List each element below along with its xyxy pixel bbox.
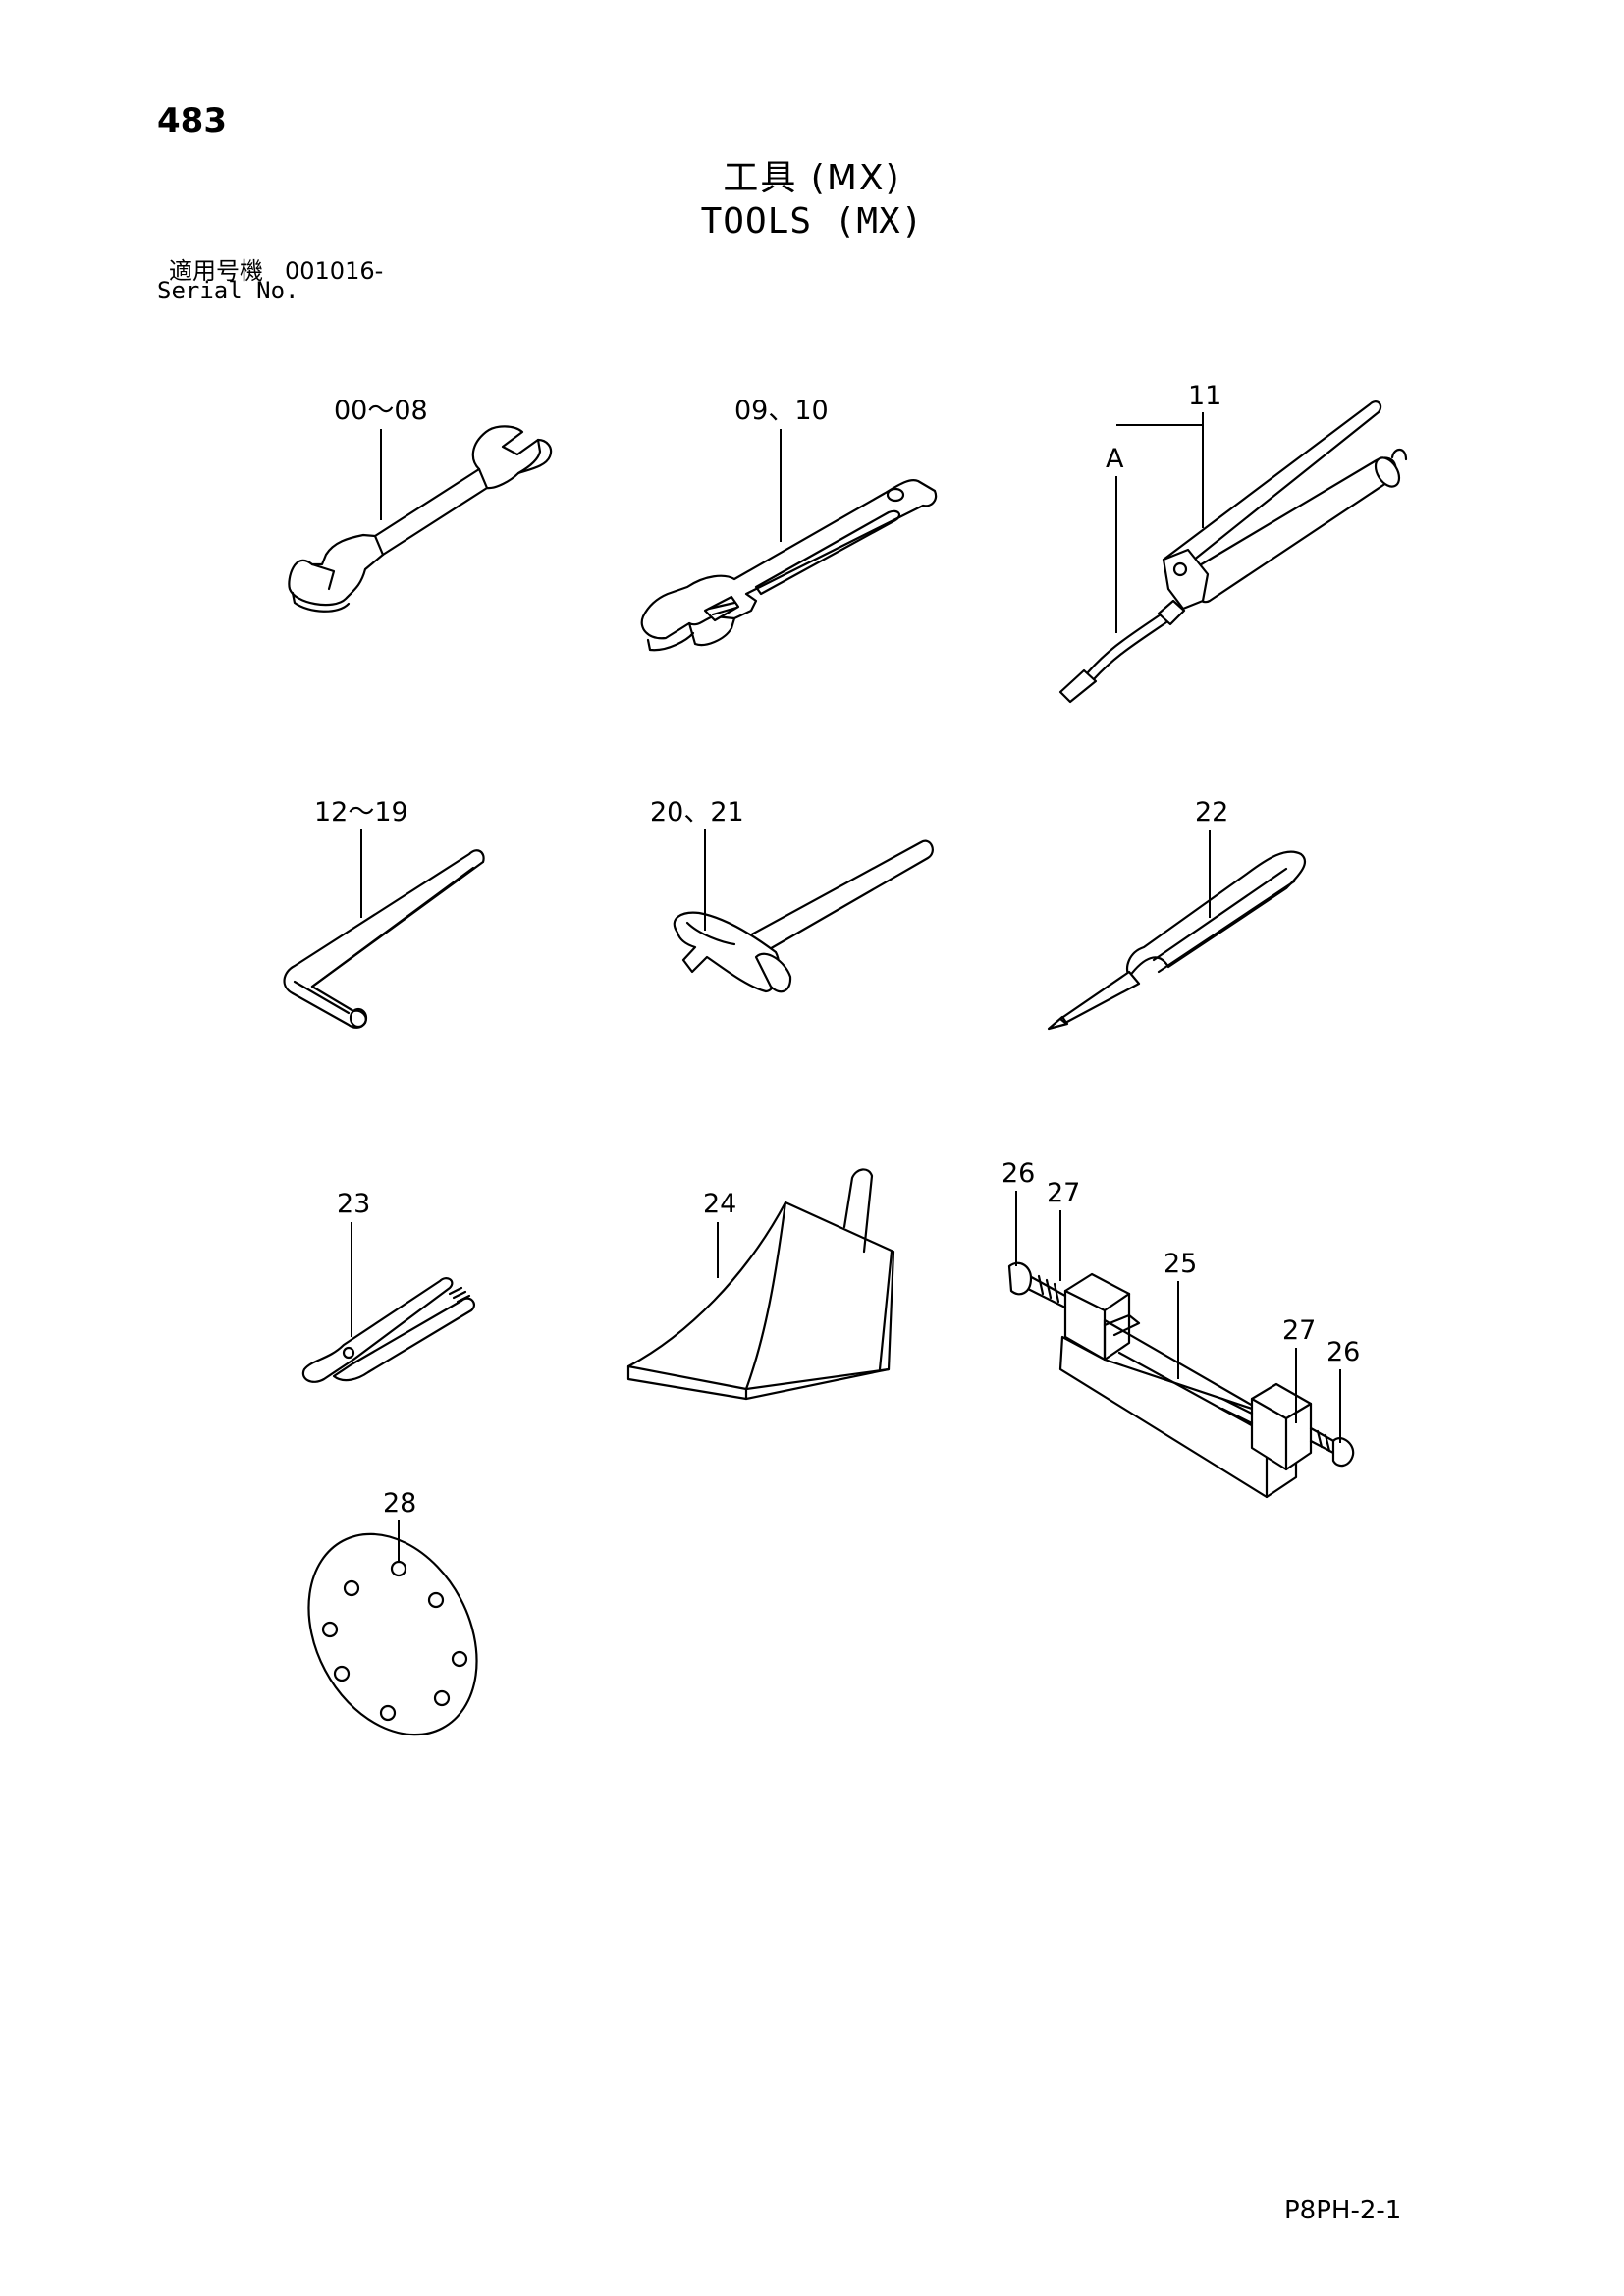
callout-hammer: 20、21 xyxy=(650,797,744,828)
puller xyxy=(1007,1261,1355,1499)
callout-wrench: 00～08 xyxy=(334,396,428,426)
callout-hex-key: 12～19 xyxy=(314,797,408,828)
callout-screwdriver: 22 xyxy=(1195,797,1228,828)
callout-pliers: 23 xyxy=(337,1189,370,1219)
serial-label-jp: 適用号機 xyxy=(169,257,263,285)
screwdriver xyxy=(1047,850,1307,1031)
serial-label-en: Serial No. xyxy=(157,277,299,304)
callout-puller-nut-left: 27 xyxy=(1047,1178,1080,1208)
callout-grease-gun-hose: A xyxy=(1106,444,1124,474)
callout-puller-frame: 25 xyxy=(1164,1249,1197,1279)
callout-puller-bolt-right: 26 xyxy=(1326,1337,1360,1367)
page-number: 483 xyxy=(157,101,227,140)
open-end-wrench xyxy=(288,425,553,613)
serial-value: 001016- xyxy=(285,257,384,285)
callout-puller-nut-right: 27 xyxy=(1282,1315,1316,1346)
plate xyxy=(307,1532,478,1736)
footer-code: P8PH-2-1 xyxy=(1284,2196,1402,2225)
callout-wheel-chock: 24 xyxy=(703,1189,736,1219)
callout-adjustable-wrench: 09、10 xyxy=(734,396,829,426)
callout-grease-gun: 11 xyxy=(1188,381,1221,411)
grease-gun-leader xyxy=(1116,424,1204,528)
grease-gun xyxy=(1058,400,1408,704)
page-title-en: TOOLS (MX) xyxy=(700,201,924,241)
serial-line-jp: 適用号機 001016- xyxy=(169,251,405,286)
page-title-jp: 工具 (MX) xyxy=(723,158,901,198)
callout-plate: 28 xyxy=(383,1488,416,1519)
pliers xyxy=(301,1277,476,1383)
hammer xyxy=(673,839,934,993)
adjustable-wrench xyxy=(640,479,938,652)
hex-key xyxy=(283,849,485,1029)
callout-puller-bolt-left: 26 xyxy=(1001,1158,1035,1189)
wheel-chock xyxy=(626,1168,895,1401)
